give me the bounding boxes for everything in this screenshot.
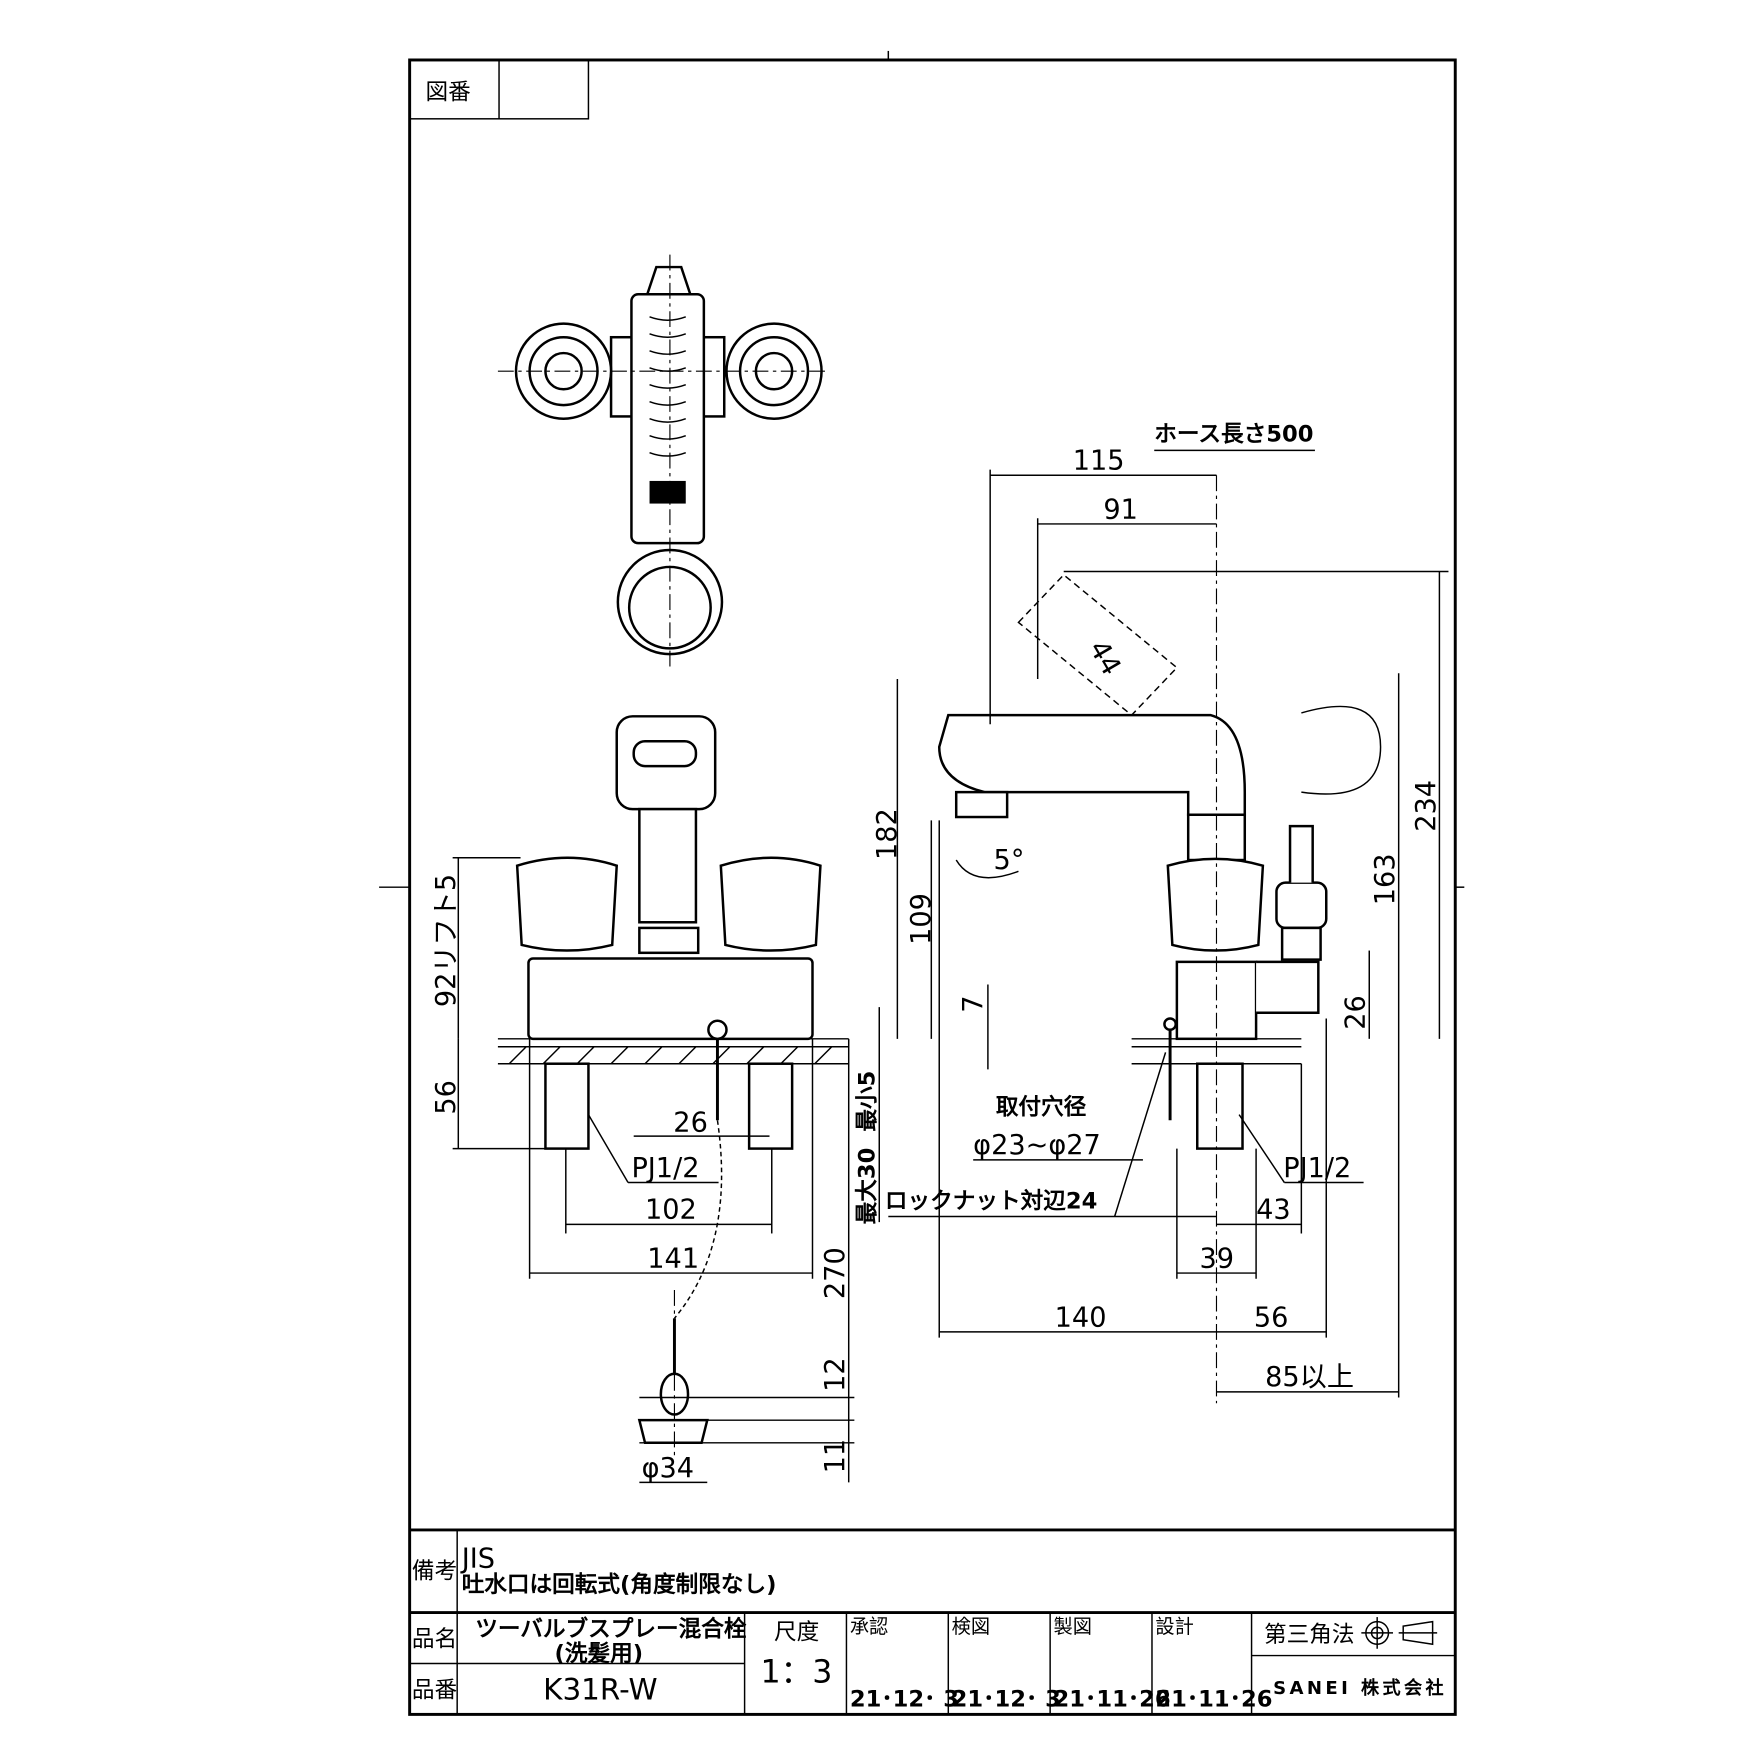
pj-left-label: PJ1/2 xyxy=(631,1153,699,1184)
drawing-number-box: 図番 xyxy=(408,59,590,120)
dim-109: 109 xyxy=(906,893,937,945)
check-label: 検図 xyxy=(952,1615,990,1638)
scale-value: 1：3 xyxy=(760,1655,832,1691)
company-name: SANEI 株式会社 xyxy=(1273,1677,1447,1699)
drafting-date: 21･11･26 xyxy=(1054,1686,1171,1712)
top-view xyxy=(497,254,827,668)
approval-cells: 承認 21･12･ 3 検図 21･12･ 3 製図 21･11･26 設計 2… xyxy=(850,1615,1273,1713)
dim-min-5: 最小5 xyxy=(855,1071,881,1132)
projection-label: 第三角法 xyxy=(1264,1622,1355,1648)
dim-43: 43 xyxy=(1256,1195,1291,1226)
design-date: 21･11･26 xyxy=(1155,1686,1272,1712)
product-name: ツーバルブスプレー混合栓 xyxy=(475,1615,747,1642)
remarks-line-2: 吐水口は回転式(角度制限なし) xyxy=(462,1571,777,1598)
dim-182: 182 xyxy=(872,808,903,860)
dim-39: 39 xyxy=(1200,1243,1235,1274)
dim-12: 12 xyxy=(820,1357,851,1392)
dim-plug-dia: φ34 xyxy=(642,1453,694,1484)
dim-56-side: 56 xyxy=(1254,1302,1289,1333)
dim-140: 140 xyxy=(1055,1302,1107,1333)
dim-26-front: 26 xyxy=(673,1108,708,1139)
product-name-sub: (洗髪用) xyxy=(554,1641,643,1667)
dim-26-side: 26 xyxy=(1341,995,1372,1030)
locknut-label: ロックナット対辺24 xyxy=(885,1189,1098,1215)
dim-92-lift: 92リフト5 xyxy=(431,874,462,1007)
part-label: 品番 xyxy=(412,1677,457,1703)
check-date: 21･12･ 3 xyxy=(952,1686,1061,1712)
hose-length-note: ホース長さ500 xyxy=(1154,421,1313,447)
third-angle-projection-icon xyxy=(1361,1617,1438,1649)
dimension-labels: ホース長さ500 115 91 182 109 5° 44 234 163 26… xyxy=(431,421,1442,1483)
dim-spray-tilt: 44 xyxy=(1083,635,1127,680)
name-label: 品名 xyxy=(412,1626,457,1652)
dim-141: 141 xyxy=(647,1243,699,1274)
dim-270: 270 xyxy=(820,1247,851,1299)
drawing-number-label: 図番 xyxy=(425,80,470,106)
dim-56-front: 56 xyxy=(431,1080,462,1115)
dim-115: 115 xyxy=(1073,446,1125,477)
title-block: 備考 JIS 吐水口は回転式(角度制限なし) 品名 ツーバルブスプレー混合栓 (… xyxy=(409,1528,1456,1715)
hole-dia: φ23~φ27 xyxy=(973,1130,1101,1161)
dim-11: 11 xyxy=(820,1439,851,1474)
dimension-lines xyxy=(452,449,1449,1484)
dim-91: 91 xyxy=(1103,494,1138,525)
approval-date: 21･12･ 3 xyxy=(850,1686,959,1712)
dim-85: 85以上 xyxy=(1265,1362,1354,1393)
dim-max-30: 最大30 xyxy=(855,1148,881,1225)
design-label: 設計 xyxy=(1155,1615,1193,1638)
dim-7: 7 xyxy=(958,996,989,1013)
dim-spray-angle: 5° xyxy=(994,845,1025,876)
drafting-label: 製図 xyxy=(1054,1615,1092,1638)
remarks-line-1: JIS xyxy=(460,1543,495,1574)
side-view xyxy=(937,475,1382,1404)
part-number: K31R-W xyxy=(543,1673,657,1707)
remarks-label: 備考 xyxy=(412,1559,457,1585)
front-view xyxy=(497,715,849,1460)
approval-label: 承認 xyxy=(850,1615,888,1638)
scale-label: 尺度 xyxy=(774,1620,819,1646)
dim-102: 102 xyxy=(645,1195,697,1226)
dim-234: 234 xyxy=(1411,780,1442,832)
hole-label: 取付穴径 xyxy=(996,1094,1087,1121)
pj-side-label: PJ1/2 xyxy=(1283,1153,1351,1184)
dim-163: 163 xyxy=(1370,853,1401,905)
